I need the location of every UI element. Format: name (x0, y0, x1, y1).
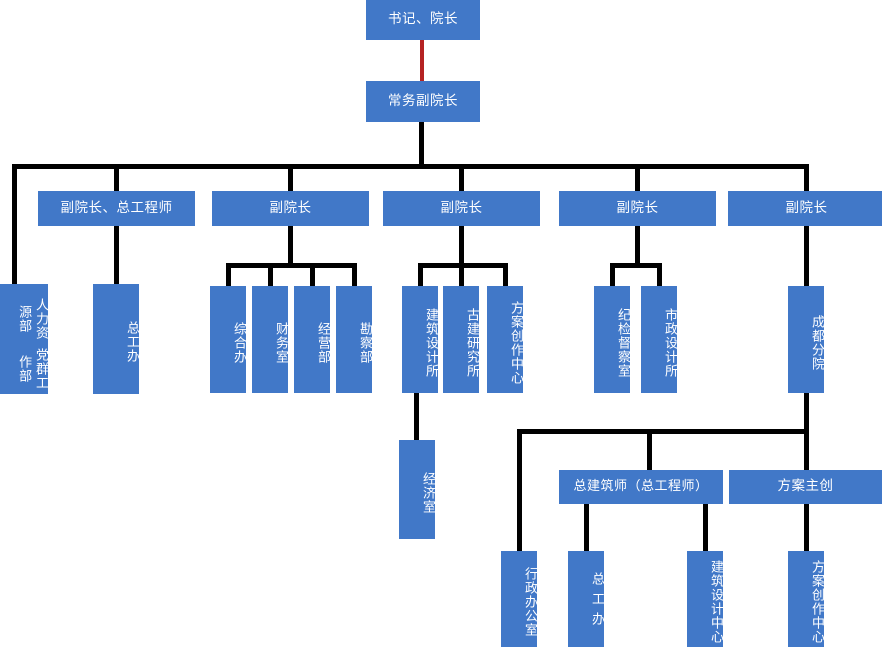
node-label: 综合办 (231, 321, 246, 364)
node-label: 总工办 (589, 572, 604, 632)
connector-vp-5-drop (804, 226, 809, 286)
connector-group-b-to-finance-office (268, 263, 273, 286)
node-vp-3[interactable]: 副院长 (383, 191, 540, 226)
node-label: 方案创作中心 (508, 300, 523, 385)
connector-group-c-to-scheme-creation-center (503, 263, 508, 286)
node-chengdu-branch[interactable]: 成都分院 (788, 286, 824, 393)
connector-vp-2-drop (288, 226, 293, 266)
connector-bar-to-vp-5 (804, 164, 809, 191)
connector-vp-3-drop (459, 226, 464, 266)
node-discipline-inspection[interactable]: 纪检督察室 (594, 286, 630, 393)
node-label: 勘察部 (357, 321, 372, 364)
node-vp-2[interactable]: 副院长 (212, 191, 369, 226)
node-label: 经济室 (420, 471, 435, 514)
node-chief-architect[interactable]: 总建筑师（总工程师） (559, 470, 723, 504)
connector-chengdu-to-admin-office (517, 429, 522, 551)
node-label: 副院长 (440, 199, 483, 216)
node-general-office[interactable]: 综合办 (210, 286, 246, 393)
connector-bar-to-vp-2 (288, 164, 293, 191)
node-label-party-work-dept: 党群工作部 (16, 348, 48, 390)
node-label: 副院长 (616, 199, 659, 216)
connector-bar-to-vp-3 (459, 164, 464, 191)
node-executive-vice-president[interactable]: 常务副院长 (366, 81, 480, 122)
connector-scheme-lead-to-scheme-creation-center-2 (804, 504, 809, 551)
connector-chengdu-to-chief-architect (647, 429, 652, 470)
connector-group-b-to-general-office (226, 263, 231, 286)
node-label: 经营部 (315, 321, 330, 364)
connector-chengdu-to-scheme-lead (804, 429, 809, 470)
node-label: 书记、院长 (388, 11, 458, 28)
node-operations-dept[interactable]: 经营部 (294, 286, 330, 393)
node-label: 副院长 (785, 199, 828, 216)
node-chief-engineer-office-2[interactable]: 总工办 (568, 551, 604, 647)
node-label: 总建筑师（总工程师） (573, 479, 709, 495)
connector-bar-to-vp-chief-engineer (114, 164, 119, 191)
connector-chief-architect-to-chief-engineer-office-2 (584, 504, 589, 551)
connector-group-b-to-operations-dept (310, 263, 315, 286)
node-label: 建筑设计所 (423, 307, 438, 378)
connector-chief-architect-to-arch-design-center (703, 504, 708, 551)
node-finance-office[interactable]: 财务室 (252, 286, 288, 393)
node-label: 常务副院长 (388, 92, 458, 109)
node-label: 方案主创 (777, 478, 834, 495)
node-label: 行政办公室 (522, 567, 537, 637)
connector-bar-to-vp-4 (635, 164, 640, 191)
connector-main-horizontal-bar (12, 164, 806, 169)
node-municipal-design-institute[interactable]: 市政设计所 (641, 286, 677, 393)
node-label: 财务室 (273, 321, 288, 364)
node-vp-5[interactable]: 副院长 (728, 191, 882, 226)
node-hr-and-party-dept[interactable]: 人力资源部 党群工作部 (0, 284, 48, 394)
node-label: 建筑设计中心 (708, 560, 723, 644)
node-label: 副院长 (269, 199, 312, 216)
connector-vp-4-drop (635, 226, 640, 266)
connector-executive-vp-drop (419, 122, 424, 168)
node-scheme-creation-center[interactable]: 方案创作中心 (487, 286, 523, 393)
node-scheme-lead[interactable]: 方案主创 (729, 470, 882, 504)
node-scheme-creation-center-2[interactable]: 方案创作中心 (788, 551, 824, 647)
connector-vp-chief-engineer-drop (114, 226, 119, 284)
node-vp-chief-engineer[interactable]: 副院长、总工程师 (38, 191, 195, 226)
connector-group-c-to-ancient-arch-research (459, 263, 464, 286)
node-survey-dept[interactable]: 勘察部 (336, 286, 372, 393)
connector-group-d-to-discipline-inspection (610, 263, 615, 286)
node-label: 市政设计所 (662, 307, 677, 378)
connector-arch-design-institute-to-economics-office (414, 393, 419, 440)
connector-bar-to-hr-party-dept (12, 164, 17, 284)
connector-group-d-bar (610, 263, 662, 268)
node-arch-design-institute[interactable]: 建筑设计所 (402, 286, 438, 393)
node-admin-office[interactable]: 行政办公室 (501, 551, 537, 647)
node-label-hr-dept: 人力资源部 (16, 298, 48, 340)
node-vp-4[interactable]: 副院长 (559, 191, 716, 226)
node-label: 古建研究所 (464, 307, 479, 378)
node-economics-office[interactable]: 经济室 (399, 440, 435, 539)
connector-chengdu-sub-bar (517, 429, 809, 434)
connector-group-d-to-municipal-design-institute (657, 263, 662, 286)
node-label: 成都分院 (809, 314, 824, 371)
node-secretary-president[interactable]: 书记、院长 (366, 0, 480, 40)
node-ancient-arch-research[interactable]: 古建研究所 (443, 286, 479, 393)
node-label: 总工办 (124, 321, 139, 363)
connector-group-c-to-arch-design-institute (418, 263, 423, 286)
connector-group-b-bar (226, 263, 357, 268)
connector-group-b-to-survey-dept (352, 263, 357, 286)
node-chief-engineer-office[interactable]: 总工办 (93, 284, 139, 394)
connector-president-to-executive-vp (420, 40, 424, 81)
node-label: 方案创作中心 (809, 560, 824, 644)
connector-chengdu-branch-drop (804, 393, 809, 433)
node-label: 纪检督察室 (615, 307, 630, 378)
node-label: 副院长、总工程师 (60, 199, 173, 216)
node-arch-design-center[interactable]: 建筑设计中心 (687, 551, 723, 647)
